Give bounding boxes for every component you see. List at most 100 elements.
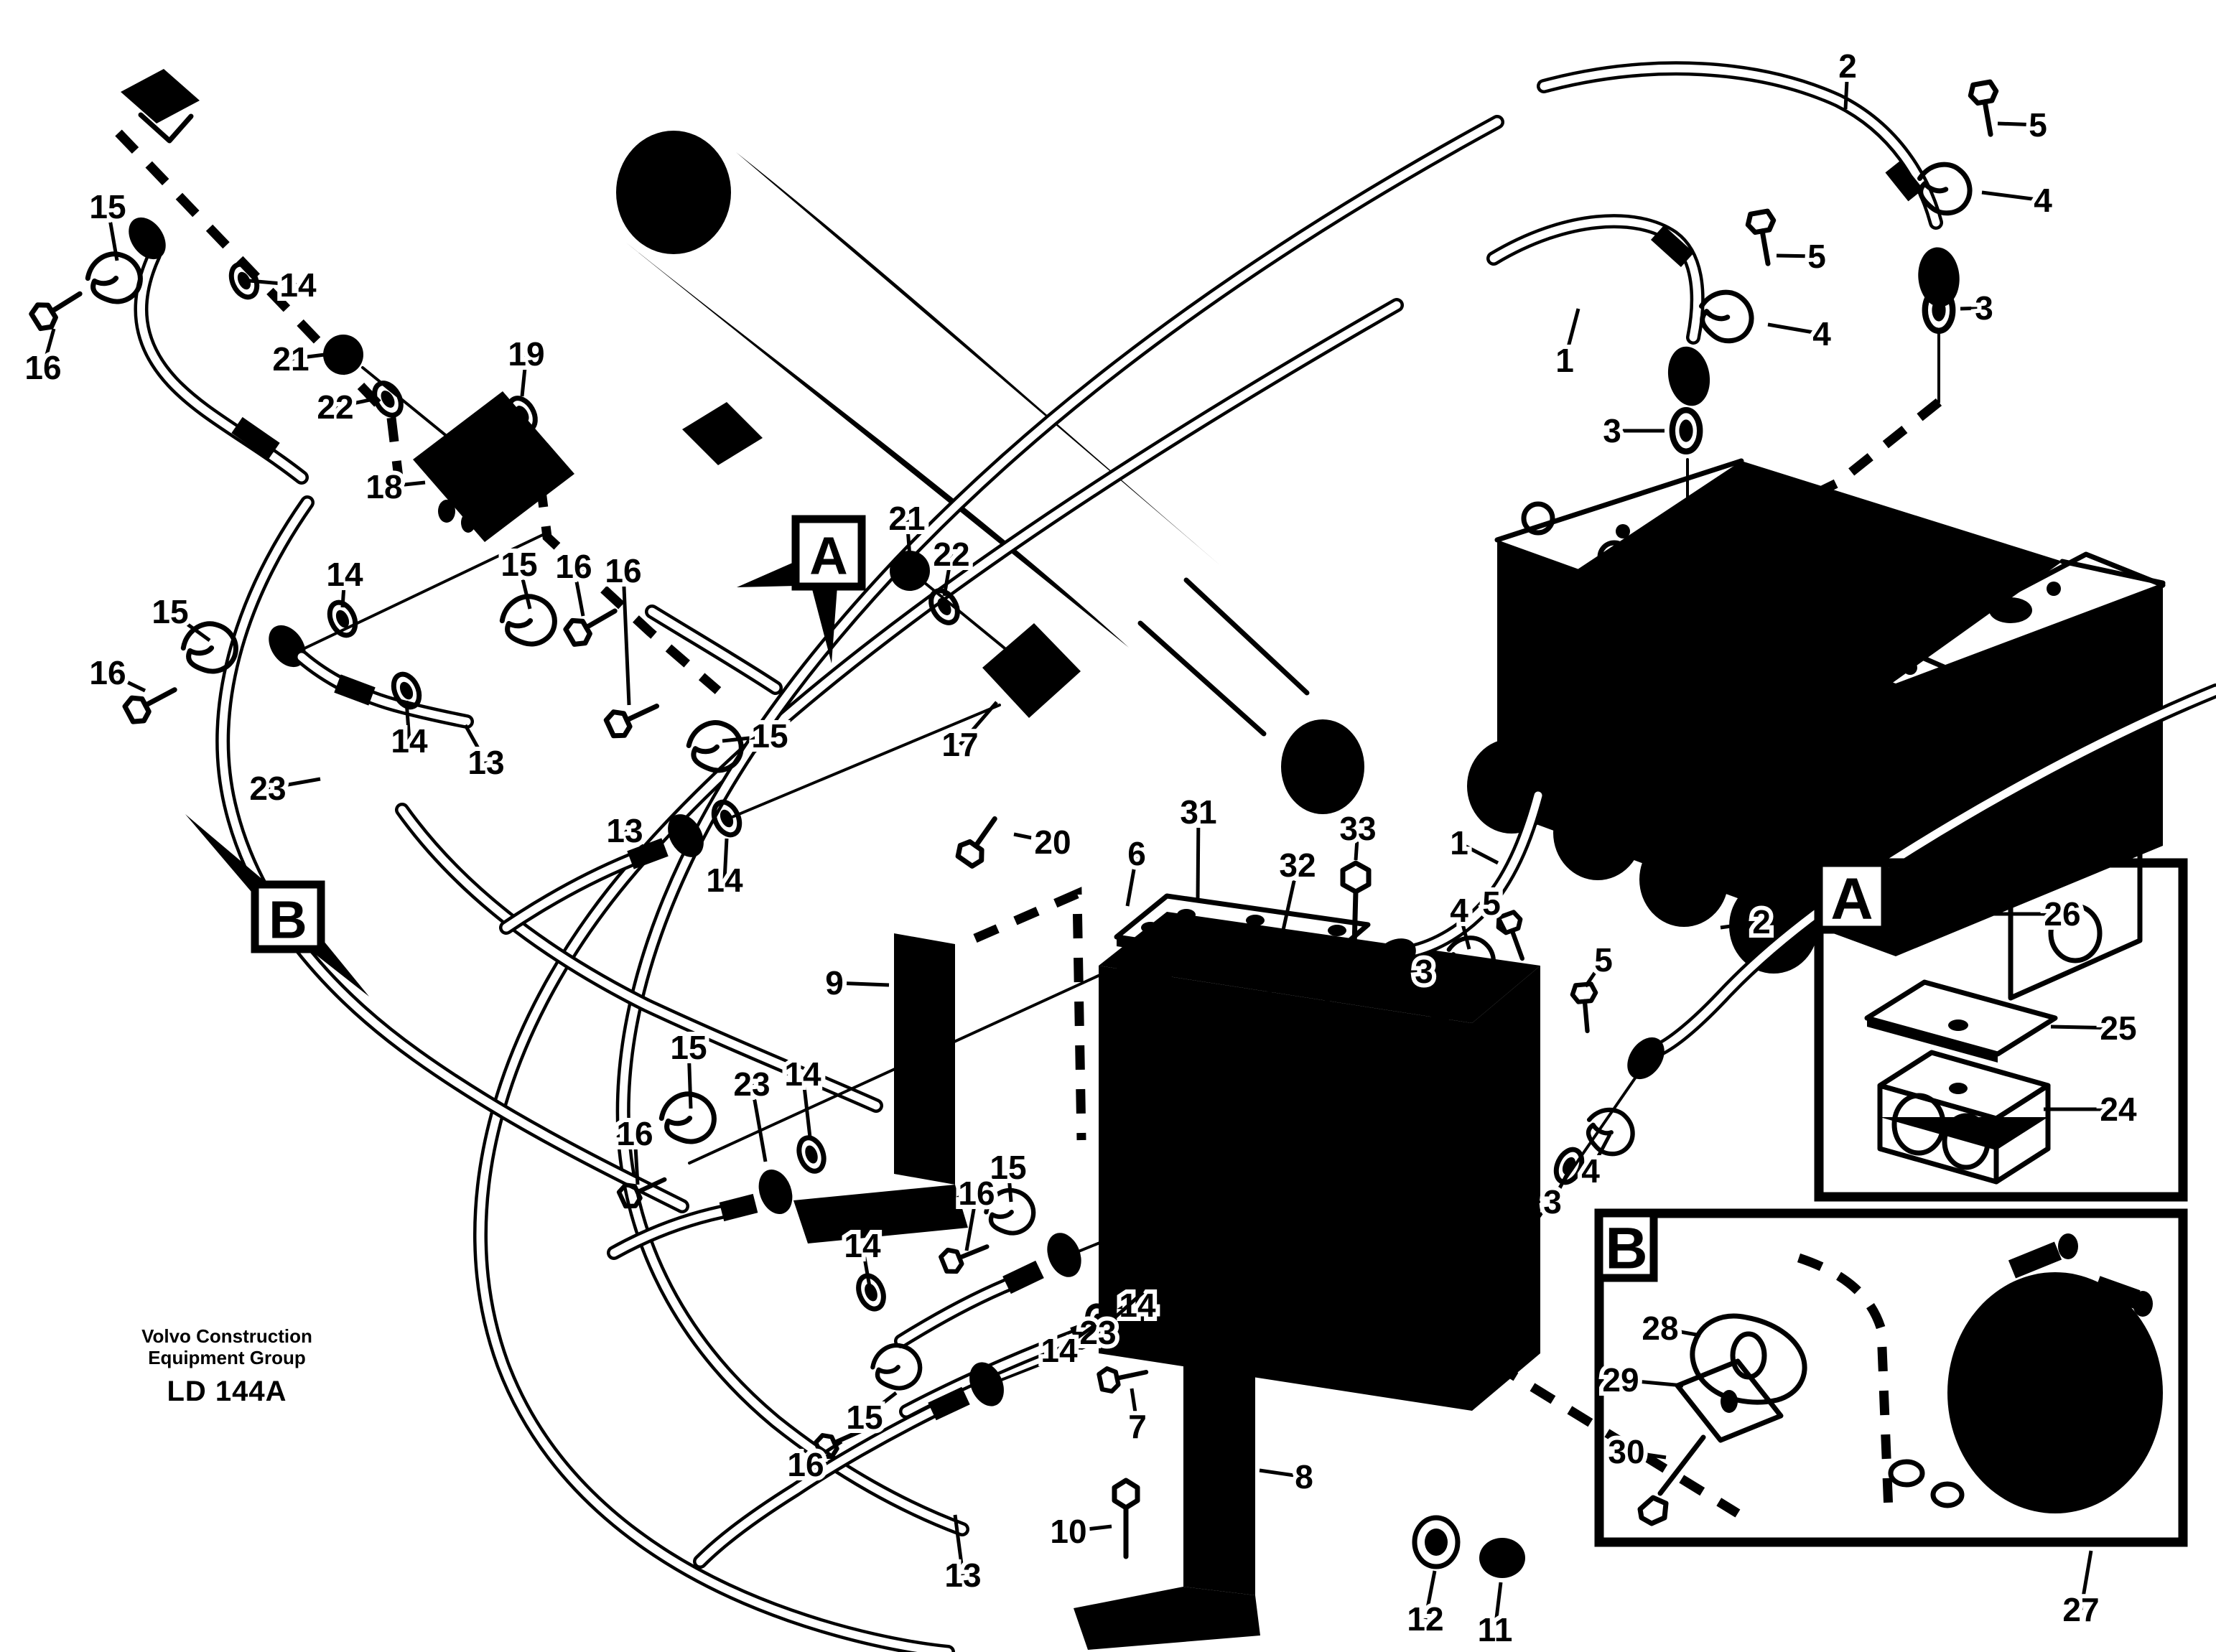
leader-line-4 — [1767, 322, 1822, 336]
shim-plate-25 — [1864, 979, 2058, 1063]
leader-line-5 — [1583, 958, 1606, 988]
bolt-33 — [1340, 860, 1372, 976]
callout-26: 26 — [2044, 895, 2080, 933]
washer-12 — [1412, 1515, 1461, 1569]
leader-line-14 — [1136, 1253, 1206, 1307]
inset-a-frame — [1814, 858, 2188, 1202]
callout-2: 2 — [1838, 47, 1857, 85]
leader-line-21 — [290, 353, 325, 361]
callout-14: 14 — [391, 722, 428, 760]
leader-line-14 — [722, 838, 729, 881]
clamp-half-28 — [1690, 1313, 1807, 1405]
marker-b-letter: B — [269, 890, 307, 950]
valve-manifold-block — [1467, 330, 2166, 1001]
callout-14: 14 — [326, 556, 363, 593]
leader-line-2 — [1720, 920, 1762, 930]
leader-line-4 — [1457, 910, 1471, 950]
callout-16: 16 — [958, 1175, 995, 1212]
hose-2-top — [1537, 61, 2003, 330]
leader-line-23 — [1097, 1291, 1145, 1334]
callout-23: 23 — [249, 770, 286, 807]
callout-28: 28 — [1642, 1310, 1678, 1347]
junction-block-18 — [413, 391, 574, 542]
callout-16: 16 — [24, 349, 61, 386]
clamp-row-center-left — [498, 591, 1001, 935]
inset-b-letter: B — [1605, 1216, 1647, 1282]
hose-1-top — [1486, 210, 1781, 452]
leader-line-16 — [964, 1193, 979, 1251]
marker-a-letter: A — [809, 526, 847, 586]
callout-15: 15 — [751, 717, 788, 755]
callout-14: 14 — [784, 1055, 821, 1093]
callout-13: 13 — [467, 744, 504, 781]
leader-line-14 — [801, 1073, 812, 1138]
leader-line-4 — [1981, 190, 2044, 202]
leader-line-17 — [959, 701, 998, 746]
callout-15: 15 — [89, 188, 126, 225]
callout-5: 5 — [1594, 941, 1613, 979]
callout-13: 13 — [944, 1557, 981, 1594]
central-block-6 — [1099, 860, 1540, 1411]
clamp-block-24 — [1877, 1050, 2051, 1185]
callout-14: 14 — [1119, 1287, 1156, 1324]
callout-9: 9 — [825, 964, 844, 1002]
leader-line-2 — [1843, 65, 1850, 110]
leader-line-13 — [953, 1514, 965, 1576]
leader-line-22 — [335, 397, 374, 409]
callout-20: 20 — [1034, 823, 1071, 861]
brand-line2: Equipment Group — [148, 1347, 306, 1368]
callout-17: 17 — [941, 726, 978, 763]
boom-clamp-block-2 — [682, 402, 763, 465]
leader-line-15 — [1006, 1167, 1013, 1203]
callout-16: 16 — [616, 1115, 653, 1152]
bolt-10 — [1112, 1478, 1140, 1612]
callout-27: 27 — [2062, 1591, 2099, 1628]
callout-14: 14 — [1041, 1332, 1078, 1369]
callout-3: 3 — [1543, 1183, 1562, 1221]
leader-line-29 — [1620, 1378, 1684, 1388]
callout-15: 15 — [670, 1029, 707, 1066]
callout-16: 16 — [555, 548, 592, 585]
callout-5: 5 — [2029, 106, 2047, 144]
right-face-ports — [1484, 1065, 1530, 1338]
drawing-id: LD 144A — [167, 1376, 287, 1407]
elbow-hose-assembly-top-left — [29, 210, 574, 542]
leader-line-14 — [248, 279, 299, 287]
elbow-hose-assembly-mid-left — [123, 531, 549, 729]
leader-line-14 — [860, 1245, 872, 1287]
o-ring-32b — [1232, 1009, 1289, 1032]
leader-line-28 — [1659, 1326, 1701, 1338]
callout-8: 8 — [1295, 1458, 1313, 1495]
inset-a-letter: A — [1830, 867, 1873, 932]
inset-b-parts — [1637, 1233, 2163, 1526]
leader-line-15 — [517, 564, 532, 610]
leader-line-3 — [1960, 306, 1985, 311]
leader-line-3 — [1422, 970, 1443, 999]
leader-line-15 — [169, 610, 211, 643]
leader-line-4 — [1588, 1133, 1612, 1172]
boom-clamp-block — [121, 69, 200, 123]
bolt-7 — [1098, 1361, 1148, 1393]
rod-end-eye — [1281, 719, 1364, 814]
leader-line-16 — [804, 1439, 843, 1467]
leader-line-6 — [1125, 853, 1139, 907]
hose-row-2 — [854, 1116, 1409, 1348]
callout-4: 4 — [1450, 892, 1468, 929]
callout-15: 15 — [152, 593, 188, 630]
leader-line-1 — [1458, 841, 1499, 865]
callout-14: 14 — [279, 266, 317, 304]
callout-21: 21 — [888, 500, 925, 537]
callout-19: 19 — [508, 335, 544, 373]
front-ports — [1132, 1065, 1429, 1302]
leader-line-14 — [404, 700, 411, 742]
callout-22: 22 — [933, 536, 969, 573]
long-hoses — [215, 115, 1504, 1652]
callout-4: 4 — [1812, 315, 1831, 353]
band-clamp-27 — [1888, 1233, 2163, 1521]
inset-frames: AB — [1594, 858, 2188, 1547]
leader-line-5 — [1997, 121, 2039, 127]
marker-a-pointer — [811, 587, 837, 663]
